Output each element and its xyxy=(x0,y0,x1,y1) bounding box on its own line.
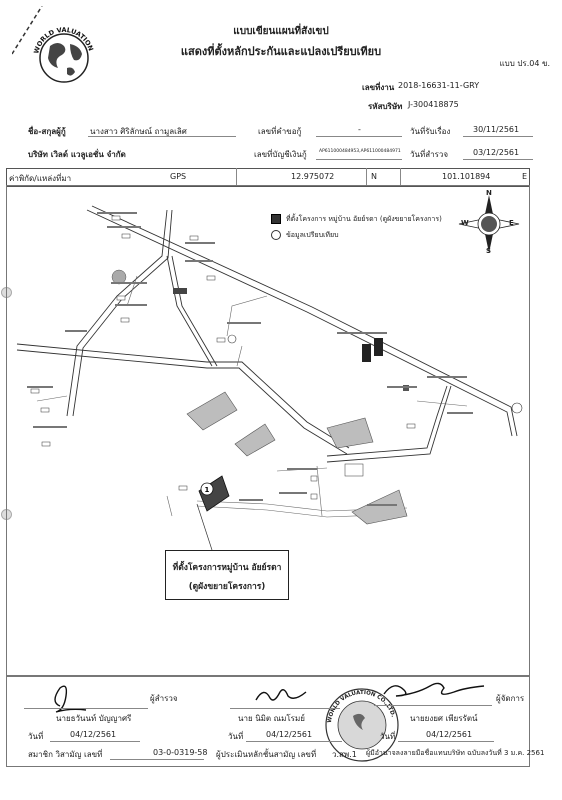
form-number: แบบ ปร.04 ข. xyxy=(499,59,550,68)
reviewer-date: 04/12/2561 xyxy=(266,730,313,739)
received-date-value: 30/11/2561 xyxy=(473,125,520,134)
longitude-value: 101.101894 xyxy=(442,172,491,181)
surveyor-name: นายธวันนท์ บัญญาศรี xyxy=(56,714,132,723)
project-legend-swatch xyxy=(271,214,281,224)
signature-panel xyxy=(6,675,530,767)
received-date-label: วันที่รับเรื่อง xyxy=(410,127,451,136)
appraiser-company: บริษัท เวิลด์ แวลูเอชั่น จำกัด xyxy=(28,150,126,159)
borrower-name-label: ชื่อ-สกุลผู้กู้ xyxy=(28,127,66,136)
company-logo: WORLD VALUATION xyxy=(11,5,102,86)
reviewer-license-label: ผู้ประเมินหลักชั้นสามัญ เลขที่ xyxy=(216,750,317,759)
latitude-value: 12.975072 xyxy=(291,172,335,181)
borrower-name-value: นางสาว ศิริลักษณ์ ถามูลเลิศ xyxy=(90,127,187,136)
company-code-label: รหัสบริษัท xyxy=(368,102,403,111)
company-code-value: J-300418875 xyxy=(408,100,459,109)
callout-line-2: (ดูผังขยายโครงการ) xyxy=(188,582,266,592)
project-callout: ที่ตั้งโครงการหมู่บ้าน อัยย์รดา (ดูผังขย… xyxy=(165,550,289,600)
latitude-n: N xyxy=(371,172,377,181)
location-map: 1 xyxy=(16,205,523,551)
loan-request-value: - xyxy=(358,125,361,134)
surveyor-role: ผู้สำรวจ xyxy=(150,694,178,703)
loan-account-label: เลขที่บัญชีเงินกู้ xyxy=(254,150,307,159)
manager-name: นายยงยศ เพียรรัตน์ xyxy=(410,714,478,723)
map-frame xyxy=(6,185,530,677)
surveyor-date-label: วันที่ xyxy=(28,732,44,741)
compass-rose: N W E S xyxy=(457,189,521,255)
longitude-e: E xyxy=(522,172,528,181)
compass-e: E xyxy=(509,219,514,227)
svg-text:1: 1 xyxy=(205,486,210,494)
member-label: สมาชิก วิสามัญ เลขที่ xyxy=(28,750,103,759)
survey-date-value: 03/12/2561 xyxy=(473,148,520,157)
job-number-value: 2018-16631-11-GRY xyxy=(398,81,480,90)
title-line-2: แสดงที่ตั้งหลักประกันและแปลงเปรียบเทียบ xyxy=(180,45,382,58)
legend-comparison: ข้อมูลเปรียบเทียบ xyxy=(286,231,339,239)
reviewer-date-label: วันที่ xyxy=(228,732,244,741)
coordinates-row xyxy=(6,168,530,187)
member-number: 03-0-0319-58 xyxy=(153,748,208,757)
survey-date-label: วันที่สำรวจ xyxy=(410,150,449,159)
compass-n: N xyxy=(486,189,492,197)
surveyor-signature xyxy=(54,685,87,713)
compass-w: W xyxy=(461,219,469,227)
reviewer-name: นาย นิมิต ณมโรมย์ xyxy=(238,714,305,723)
manager-date: 04/12/2561 xyxy=(426,730,473,739)
reviewer-license-number: ว.สพ.1 xyxy=(332,750,357,759)
title-line-1: แบบเขียนแผนที่สังเขป xyxy=(233,26,329,37)
coordinates-label: ค่าพิกัด/แหล่งที่มา xyxy=(9,174,72,183)
loan-request-label: เลขที่คำขอกู้ xyxy=(258,127,302,136)
manager-role: ผู้จัดการ xyxy=(496,694,525,703)
job-number-label: เลขที่งาน xyxy=(362,83,395,92)
manager-signature xyxy=(383,682,485,697)
reviewer-signature xyxy=(255,689,307,701)
legend-project: ที่ตั้งโครงการ หมู่บ้าน อัยย์รดา (ดูผังข… xyxy=(286,215,442,223)
surveyor-date: 04/12/2561 xyxy=(70,730,117,739)
callout-line-1: ที่ตั้งโครงการหมู่บ้าน อัยย์รดา xyxy=(172,563,282,573)
compass-s: S xyxy=(486,247,492,255)
coordinates-source: GPS xyxy=(170,172,187,181)
loan-account-value: AP611000484953,AP611000484971 xyxy=(319,149,401,154)
comparison-legend-swatch xyxy=(271,230,281,240)
authority-note: ผู้มีอำนาจลงลายมือชื่อแทนบริษัท ฉบับลงวั… xyxy=(366,749,545,757)
manager-date-label: วันที่ xyxy=(380,732,396,741)
company-stamp: WORLD VALUATION CO.,LTD. xyxy=(323,686,401,764)
